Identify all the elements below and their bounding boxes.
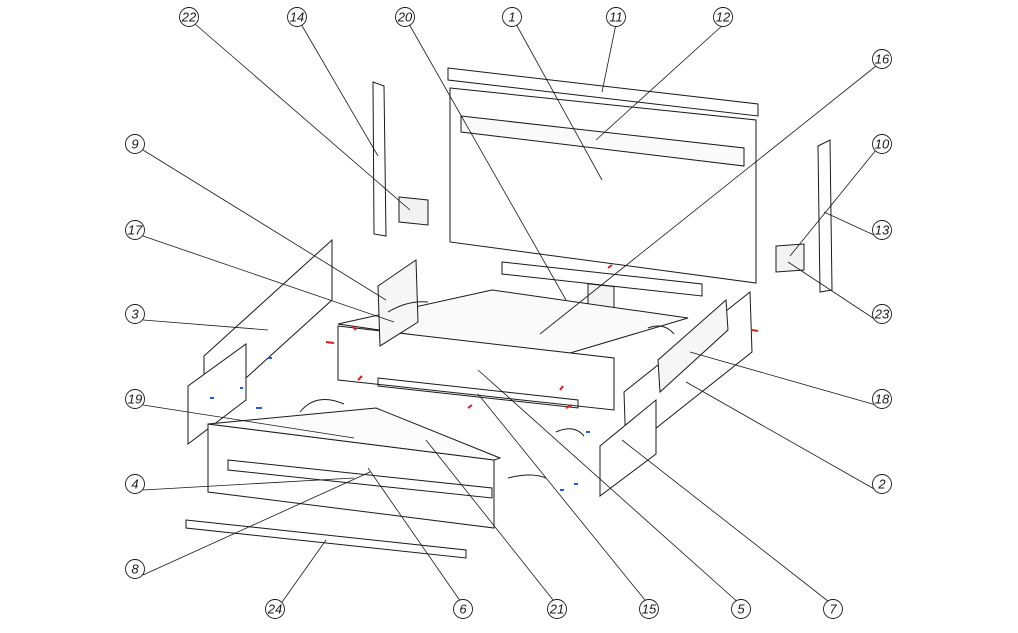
top-strip [447,67,759,117]
svg-text:2: 2 [877,477,886,492]
callout-8: 8 [125,559,145,579]
svg-text:17: 17 [128,223,143,238]
left-bracket [398,196,429,226]
callout-1-top: 1 [502,7,522,27]
svg-text:23: 23 [874,307,890,322]
left-rail [377,259,419,347]
left-post [372,81,387,237]
callout-20: 20 [395,7,415,27]
svg-text:15: 15 [642,602,657,617]
callout-3: 3 [125,304,145,324]
svg-text:22: 22 [181,10,197,25]
svg-text:12: 12 [716,10,731,25]
svg-text:24: 24 [267,602,282,617]
svg-text:14: 14 [290,10,304,25]
callout-17: 17 [125,220,145,240]
mid-drawer-inner [377,377,579,409]
callout-2: 2 [872,474,892,494]
headboard-panel [449,87,757,284]
svg-text:10: 10 [875,137,890,152]
svg-text:4: 4 [131,477,138,492]
bottom-strip [185,519,467,559]
callout-6: 6 [453,599,473,619]
hinge-front [507,474,547,479]
left-side-inner [187,343,247,446]
lower-drawer-body [207,407,502,461]
hinge-right-top [647,325,675,335]
callout-14: 14 [287,7,307,27]
svg-text:1: 1 [508,10,515,25]
fasteners [210,264,759,491]
callout-19: 19 [125,389,145,409]
svg-text:18: 18 [875,392,890,407]
callout-23: 23 [872,304,892,324]
callout-24: 24 [265,599,285,619]
callout-5: 5 [731,599,751,619]
svg-text:8: 8 [131,562,139,577]
callout-4: 4 [125,474,145,494]
hinge-right-bottom [555,428,585,437]
middle-slat [501,261,703,297]
svg-text:3: 3 [131,307,139,322]
callout-18: 18 [872,389,892,409]
callout-13: 13 [872,220,892,240]
callout-16: 16 [872,49,892,69]
callout-9: 9 [125,134,145,154]
callout-7: 7 [823,599,843,619]
right-bracket [775,243,805,273]
callout-21: 21 [547,599,567,619]
svg-text:6: 6 [459,602,467,617]
svg-text:7: 7 [829,602,837,617]
svg-text:11: 11 [609,10,623,25]
svg-text:16: 16 [875,52,890,67]
callout-12: 12 [713,7,733,27]
svg-text:19: 19 [128,392,142,407]
right-rail [657,298,729,394]
svg-text:13: 13 [875,223,890,238]
callout-10: 10 [872,134,892,154]
lower-drawer-rail [227,459,493,499]
hinge-left-bottom [299,399,345,413]
leader-lines [142,23,877,606]
svg-text:20: 20 [397,10,413,25]
svg-text:5: 5 [737,602,745,617]
headboard-rail [460,115,745,167]
right-post [817,139,833,293]
mid-drawer-front [337,325,615,411]
svg-text:21: 21 [549,602,564,617]
callout-11: 11 [606,7,626,27]
hinge-left-top [387,301,429,313]
svg-text:9: 9 [131,137,138,152]
callout-15: 15 [639,599,659,619]
callout-22: 22 [179,7,199,27]
